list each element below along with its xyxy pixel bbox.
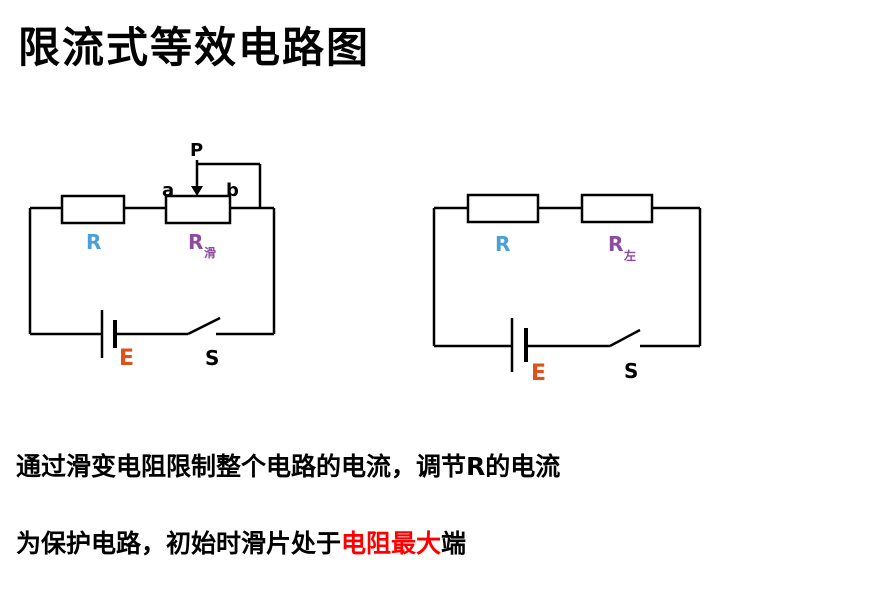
explanation-line-2: 为保护电路，初始时滑片处于电阻最大端: [16, 524, 466, 560]
slider-label-p: P: [190, 140, 203, 161]
line2-highlight: 电阻最大: [341, 529, 442, 558]
rheostat-label-r: R: [188, 230, 203, 254]
switch-label-s: S: [205, 346, 219, 370]
right-circuit: [432, 193, 702, 372]
resistor-label-r: R: [495, 232, 510, 256]
resistor-label-r: R: [86, 230, 101, 254]
explanation-line-1: 通过滑变电阻限制整个电路的电流，调节R的电流: [16, 452, 561, 481]
slider-arrow: [191, 186, 203, 196]
rheostat-left-part: [580, 193, 654, 224]
left-circuit: [28, 160, 276, 358]
line2-suffix: 端: [441, 529, 467, 558]
rheostat: [164, 194, 232, 225]
circuit-diagrams: P a b R R 滑 E S R R 左 E S: [28, 140, 702, 386]
rheostat-subscript: 左: [623, 248, 636, 263]
resistor-r: [466, 193, 540, 224]
line2-prefix: 为保护电路，初始时滑片处于: [16, 529, 342, 558]
end-label-a: a: [162, 180, 174, 201]
resistor-r: [60, 194, 126, 225]
switch-blade: [609, 328, 641, 348]
switch-blade: [187, 316, 221, 336]
end-label-b: b: [226, 180, 239, 201]
right-labels: R R 左 E S: [495, 232, 638, 386]
battery-label-e: E: [119, 346, 134, 371]
page-title: 限流式等效电路图: [18, 23, 371, 72]
rheostat-label-r: R: [608, 232, 623, 256]
switch-label-s: S: [624, 359, 638, 383]
rheostat-subscript: 滑: [204, 245, 216, 260]
battery-label-e: E: [531, 361, 546, 386]
left-labels: P a b R R 滑 E S: [86, 140, 239, 371]
